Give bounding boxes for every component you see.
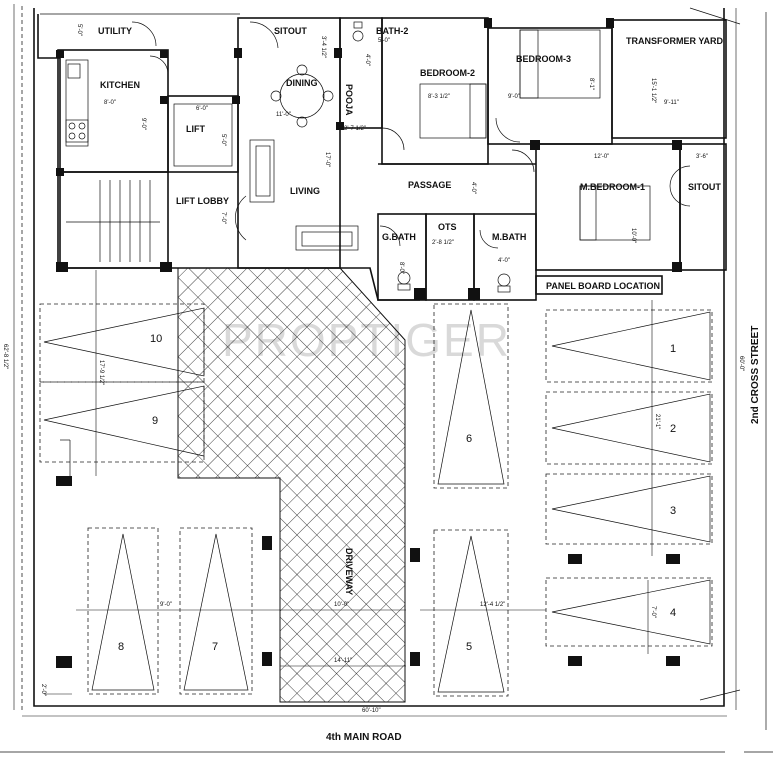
site-boundary [0, 4, 773, 753]
dim-bath2: 5'-0" [378, 38, 390, 44]
dim-drive-bottom: 14'-11" [334, 658, 352, 664]
dim-pooja-v: 4'-0" [364, 54, 370, 66]
dim-kitchen-v: 9'-0" [140, 118, 146, 130]
dim-lift: 6'-0" [196, 106, 208, 112]
road-right-label: 2nd CROSS STREET [750, 326, 761, 424]
room-bath2-label: BATH-2 [376, 26, 408, 36]
dim-bay8-w: 9'-0" [160, 602, 172, 608]
panel-board-label: PANEL BOARD LOCATION [546, 281, 660, 291]
room-lift-lobby-label: LIFT LOBBY [176, 196, 229, 206]
dim-left-total: 62'-8 1/2" [2, 344, 8, 369]
dim-sitout-right: 3'-6" [696, 154, 708, 160]
dim-bay5-w: 12'-4 1/2" [480, 602, 505, 608]
dim-utility: 5'-0" [76, 24, 82, 36]
room-labels: UTILITY KITCHEN LIFT LIFT LOBBY SITOUT D… [98, 26, 724, 291]
dim-bottom-total: 60'-10" [362, 708, 381, 714]
dim-drive-w: 10'-0" [334, 602, 349, 608]
dim-sitout-v: 3'-4 1/2" [320, 36, 326, 58]
dim-bedroom3: 9'-0" [508, 94, 520, 100]
road-bottom-label: 4th MAIN ROAD [326, 732, 402, 743]
dim-bedroom3-v: 8'-1" [588, 78, 594, 90]
columns [56, 18, 682, 668]
parking-bay-4 [545, 577, 713, 647]
parking-bay-number-4: 4 [670, 607, 676, 619]
room-dining-label: DINING [286, 78, 318, 88]
door-swings [131, 21, 691, 249]
room-passage-label: PASSAGE [408, 180, 451, 190]
dim-mbath: 4'-0" [498, 258, 510, 264]
room-kitchen-label: KITCHEN [100, 80, 140, 90]
dim-mbedroom1-v: 10'-0" [630, 228, 636, 243]
parking-bay-number-1: 1 [670, 343, 676, 355]
dim-living-v: 17'-0" [324, 152, 330, 167]
dim-pooja: 2'-7 1/2" [344, 126, 366, 132]
room-ots-label: OTS [438, 222, 457, 232]
room-dimensions: 5'-0" 8'-0" 9'-0" 6'-0" 5'-0" 7'-0" 11'-… [76, 24, 708, 274]
dim-bay4-v: 7'-0" [650, 606, 656, 618]
dim-kitchen: 8'-0" [104, 100, 116, 106]
parking-bays: 1 2 3 4 5 6 7 8 9 10 [39, 303, 713, 697]
building-walls [37, 13, 727, 301]
driveway-label: DRIVEWAY [344, 548, 354, 595]
room-mbath-label: M.BATH [492, 232, 526, 242]
room-gbath-label: G.BATH [382, 232, 416, 242]
parking-bay-number-2: 2 [670, 423, 676, 435]
dim-right-total: 60'-0" [738, 356, 744, 371]
parking-bay-1 [545, 309, 713, 383]
driveway-hatch [177, 267, 406, 703]
parking-bay-number-7: 7 [212, 641, 218, 653]
parking-bay-number-6: 6 [466, 433, 472, 445]
parking-bay-number-3: 3 [670, 505, 676, 517]
room-mbedroom1-label: M.BEDROOM-1 [580, 182, 645, 192]
parking-bay-number-5: 5 [466, 641, 472, 653]
dim-gbath-v: 8'-0" [398, 262, 404, 274]
dim-mbedroom1: 12'-0" [594, 154, 609, 160]
room-utility-label: UTILITY [98, 26, 132, 36]
room-bedroom3-label: BEDROOM-3 [516, 54, 571, 64]
room-sitout-right-label: SITOUT [688, 182, 721, 192]
room-lift-label: LIFT [186, 124, 205, 134]
room-living-label: LIVING [290, 186, 320, 196]
parking-dimensions: 17'-9 1/2" 21'-1" 7'-0" 9'-0" 10'-0" 12'… [2, 270, 744, 714]
dim-transformer-v: 15'-1 1/2" [650, 78, 656, 103]
dim-parking-left-v: 17'-9 1/2" [98, 360, 104, 385]
parking-bay-7 [179, 527, 253, 695]
dim-bedroom2: 8'-3 1/2" [428, 94, 450, 100]
room-transformer-yard-label: TRANSFORMER YARD [626, 36, 724, 46]
parking-bay-number-10: 10 [150, 333, 162, 345]
parking-bay-2 [545, 391, 713, 465]
dim-parking-right-v: 21'-1" [654, 414, 660, 429]
dim-ots: 2'-8 1/2" [432, 240, 454, 246]
parking-bay-8 [87, 527, 159, 695]
parking-bay-number-9: 9 [152, 415, 158, 427]
dim-passage-v: 4'-0" [470, 182, 476, 194]
furniture [65, 21, 651, 293]
room-pooja-label: POOJA [344, 84, 354, 116]
parking-bay-number-8: 8 [118, 641, 124, 653]
room-sitout-top-label: SITOUT [274, 26, 307, 36]
dim-lift-v: 5'-0" [220, 134, 226, 146]
dim-bottom-small: 2'-0" [40, 684, 46, 696]
dim-transformer: 9'-11" [664, 100, 679, 106]
parking-bay-6 [433, 303, 509, 489]
room-bedroom2-label: BEDROOM-2 [420, 68, 475, 78]
parking-bay-3 [545, 473, 713, 545]
parking-bay-5 [433, 529, 509, 697]
dim-dining: 11'-0" [276, 112, 291, 118]
dim-lift-lobby-v: 7'-0" [220, 212, 226, 224]
